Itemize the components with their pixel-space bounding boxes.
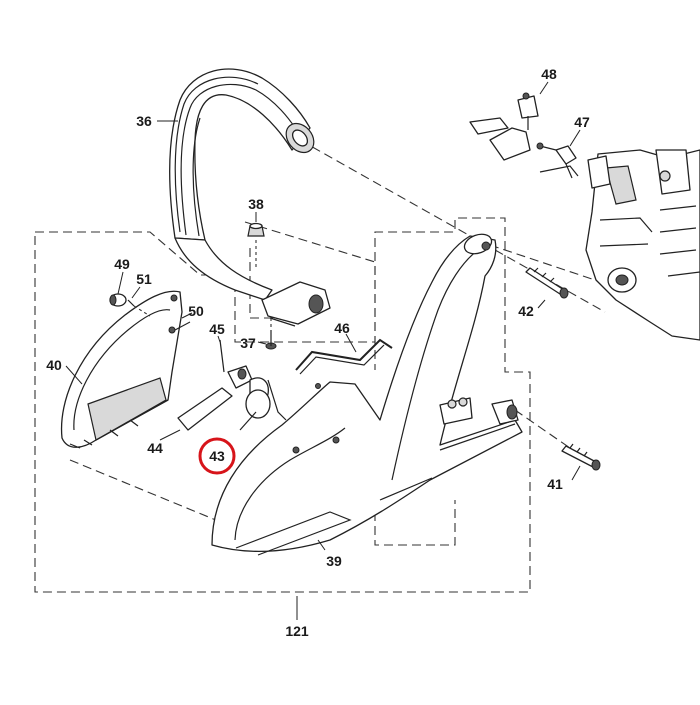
handle-bracket [261, 281, 331, 327]
callout-47: 47 [574, 114, 590, 130]
explosion-line-handle [299, 139, 606, 313]
plate-part-44 [177, 387, 233, 431]
leader-lines [65, 81, 581, 620]
callout-40: 40 [46, 357, 62, 373]
sub-boundary-handle-mount [244, 221, 376, 370]
callout-42: 42 [518, 303, 534, 319]
callout-36: 36 [136, 113, 152, 129]
switch-part-48 [469, 92, 557, 161]
engine-block [585, 149, 700, 341]
clip-part-47 [539, 145, 579, 179]
screw-part-50 [168, 321, 191, 334]
nut-part-38 [247, 212, 265, 268]
housing-part-39 [211, 233, 523, 556]
brake-part-45 [219, 339, 253, 389]
explosion-line-screw41 [514, 409, 571, 449]
callout-labels: 36 37 38 39 40 41 42 43 44 45 46 47 48 4… [46, 66, 590, 639]
callout-50: 50 [188, 303, 204, 319]
callout-48: 48 [541, 66, 557, 82]
callout-46: 46 [334, 320, 350, 336]
sub-boundary-lower [374, 470, 456, 546]
wire-rod-part-46 [295, 338, 393, 375]
screw-part-37 [265, 318, 277, 350]
callout-41: 41 [547, 476, 563, 492]
screw-part-41 [561, 443, 601, 471]
callout-39: 39 [326, 553, 342, 569]
explosion-line-bracket [489, 244, 611, 286]
callout-37: 37 [240, 335, 256, 351]
callout-121: 121 [285, 623, 309, 639]
callout-38: 38 [248, 196, 264, 212]
highlight-circle-43 [198, 437, 236, 475]
callout-44: 44 [147, 440, 163, 456]
callout-49: 49 [114, 256, 130, 272]
front-handle-part-36 [168, 68, 315, 301]
pin-part-51 [127, 299, 151, 317]
callout-43: 43 [209, 448, 225, 464]
spring-part-49 [109, 293, 127, 307]
brake-spring-part-43 [239, 377, 287, 431]
screw-part-42 [525, 267, 569, 299]
callout-51: 51 [136, 271, 152, 287]
callout-45: 45 [209, 321, 225, 337]
sub-boundary-inner [249, 248, 310, 319]
cover-part-40 [60, 290, 183, 449]
assembly-121-boundary [34, 217, 531, 593]
